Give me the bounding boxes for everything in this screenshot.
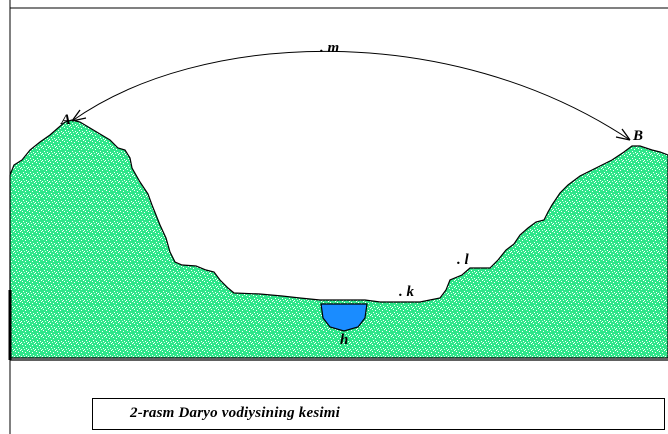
river-water <box>320 303 368 332</box>
label-point-l: . l <box>457 252 470 268</box>
arc-a-to-b <box>71 50 631 141</box>
label-point-b: B <box>632 128 643 144</box>
label-point-h: h <box>340 332 348 348</box>
label-point-m: . m <box>320 40 339 56</box>
arrowhead-b <box>615 128 631 141</box>
figure-caption: 2-rasm Daryo vodiysining kesimi <box>130 405 340 421</box>
valley-terrain <box>9 119 668 359</box>
arrowhead-a <box>71 109 87 122</box>
label-point-k: . k <box>399 284 415 300</box>
caption-box <box>92 398 665 430</box>
label-point-a: A <box>60 112 71 128</box>
